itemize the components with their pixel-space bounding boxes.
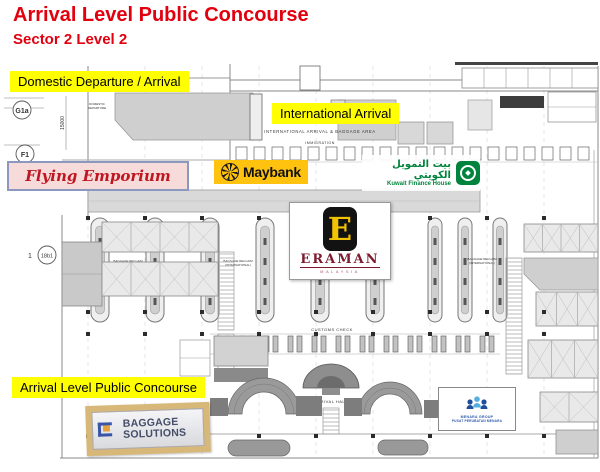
- eraman-logo-text: ERAMAN: [300, 252, 380, 269]
- label-international-arrival: International Arrival: [272, 103, 400, 124]
- retail-arc-left: [227, 377, 301, 415]
- arrival-hall-zone: ARRIVAL HALL: [179, 335, 444, 457]
- svg-text:BAGGAGE RECLAIM: BAGGAGE RECLAIM: [113, 259, 143, 263]
- intl-area-text: INTERNATIONAL ARRIVAL & BAGGAGE AREA: [264, 129, 375, 134]
- grid-ref-1: 1: [28, 253, 32, 260]
- svg-text:(INTERNATIONAL): (INTERNATIONAL): [469, 261, 495, 265]
- svg-text:(INTERNATIONAL): (INTERNATIONAL): [225, 263, 251, 267]
- eraman-logo: E ERAMAN MALAYSIA: [289, 202, 391, 280]
- medical-logo-line1: MENARA GROUP: [460, 414, 494, 419]
- conveyor-band: [87, 189, 481, 213]
- kuwait-finance-house-logo: بيت التمويل الكويتي Kuwait Finance House: [362, 155, 480, 191]
- grid-ref-g1a: G1a: [15, 108, 28, 115]
- grid-ref-18b1: 18b1: [41, 254, 53, 260]
- right-offices: [505, 257, 599, 375]
- arrival-hall-text: ARRIVAL HALL: [314, 399, 348, 404]
- customs-text: CUSTOMS CHECK: [311, 327, 353, 332]
- baggage-solutions-icon: [98, 422, 118, 439]
- eraman-logo-subtext: MALAYSIA: [320, 269, 360, 275]
- office-room-strips: [101, 221, 599, 423]
- right-bottom-rooms: [555, 429, 599, 455]
- medical-centre-logo: MENARA GROUP PUSAT PERUBATAN MENARA: [438, 387, 516, 431]
- kfh-emblem-icon: [456, 161, 480, 185]
- svg-text:DEPARTURE: DEPARTURE: [88, 106, 106, 110]
- immigration-booths: [235, 146, 590, 161]
- immigration-text: IMMIGRATION: [305, 141, 335, 145]
- domestic-departure-text: DOMESTIC: [89, 102, 106, 106]
- medical-logo-line2: PUSAT PERUBATAN MENARA: [451, 418, 503, 423]
- kfh-arabic-text: بيت التمويل الكويتي: [392, 158, 451, 181]
- maybank-tiger-icon: [221, 163, 239, 181]
- label-domestic-departure-arrival: Domestic Departure / Arrival: [10, 71, 189, 92]
- medical-people-icon: [466, 395, 488, 409]
- grid-bubble-18b1: [37, 245, 57, 265]
- eraman-e-block: E: [323, 207, 357, 251]
- baggage-solutions-line2: SOLUTIONS: [122, 426, 187, 441]
- svg-text:BAGGAGE RECLAIM: BAGGAGE RECLAIM: [467, 257, 497, 261]
- maybank-logo-text: Maybank: [243, 164, 301, 180]
- page-subtitle: Sector 2 Level 2: [13, 31, 128, 48]
- immigration-zone: INTERNATIONAL ARRIVAL & BAGGAGE AREA IMM…: [230, 129, 598, 163]
- grid-ref-f1: F1: [21, 152, 29, 159]
- maybank-logo: Maybank: [214, 160, 308, 184]
- label-flying-emporium: Flying Emporium: [7, 161, 189, 191]
- grid-bubble-g1a: [12, 100, 32, 120]
- structural-columns: [86, 216, 546, 438]
- dimension-15000: 15000: [60, 116, 66, 130]
- top-rooms: [114, 65, 599, 145]
- baggage-solutions-sign: BAGGAGE SOLUTIONS: [85, 401, 211, 457]
- label-arrival-level-public-concourse: Arrival Level Public Concourse: [12, 377, 206, 398]
- retail-arc-right: [357, 381, 423, 415]
- left-annotations: G1a F1 15000 17 DOMESTIC DEPARTURE 1 18b…: [4, 71, 106, 265]
- page-title: Arrival Level Public Concourse: [13, 4, 309, 26]
- kfh-english-text: Kuwait Finance House: [386, 180, 451, 187]
- svg-text:BAGGAGE RECLAIM: BAGGAGE RECLAIM: [223, 259, 253, 263]
- eraman-e-letter: E: [327, 210, 353, 248]
